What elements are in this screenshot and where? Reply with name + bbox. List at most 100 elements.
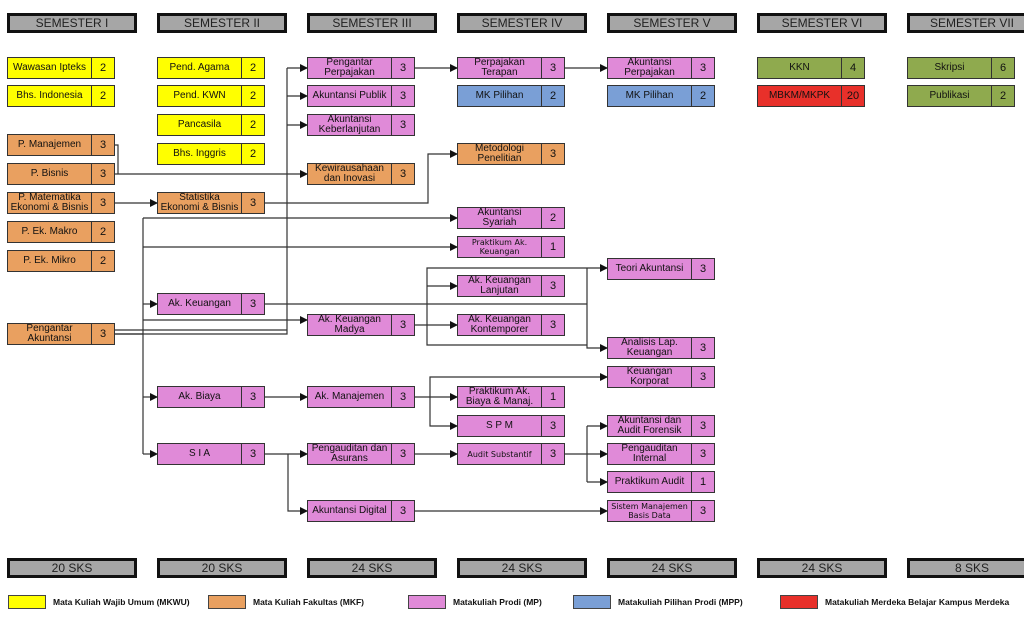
course-sks: 2: [99, 62, 107, 74]
course-teori[interactable]: Teori Akuntansi 3: [607, 258, 715, 280]
course-sks: 2: [99, 90, 107, 102]
course-sks: 2: [99, 226, 107, 238]
course-name: Bhs. Inggris: [158, 144, 242, 164]
course-sks: 3: [249, 197, 257, 209]
course-name: Keuangan Korporat: [608, 367, 692, 387]
course-sks: 2: [249, 90, 257, 102]
course-name: S P M: [458, 416, 542, 436]
course-name: Audit Substantif: [458, 444, 542, 464]
course-sks: 3: [699, 448, 707, 460]
course-praktak[interactable]: Praktikum Ak. Keuangan 1: [457, 236, 565, 258]
course-sks: 2: [999, 90, 1007, 102]
course-sks: 3: [699, 420, 707, 432]
connector-akman-spm: [429, 397, 458, 430]
course-name: Metodologi Penelitian: [458, 144, 542, 164]
course-sks: 1: [549, 241, 557, 253]
course-name: P. Ek. Makro: [8, 222, 92, 242]
course-sks: 3: [699, 263, 707, 275]
course-stat[interactable]: Statistika Ekonomi & Bisnis 3: [157, 192, 265, 214]
course-name: Ak. Keuangan Madya: [308, 315, 392, 335]
course-binggris[interactable]: Bhs. Inggris 2: [157, 143, 265, 165]
course-name: P. Ek. Mikro: [8, 251, 92, 271]
course-name: Publikasi: [908, 86, 992, 106]
course-name: Akuntansi Perpajakan: [608, 58, 692, 78]
course-name: S I A: [158, 444, 242, 464]
course-name: Ak. Keuangan Kontemporer: [458, 315, 542, 335]
semester-total-sks-2: 20 SKS: [157, 558, 287, 578]
course-name: Praktikum Ak. Keuangan: [458, 237, 542, 257]
semester-header-6: SEMESTER VI: [757, 13, 887, 33]
course-sks: 3: [399, 448, 407, 460]
course-sks: 3: [399, 90, 407, 102]
connector-pak-trunk: [115, 333, 144, 454]
course-name: Teori Akuntansi: [608, 259, 692, 279]
course-sks: 2: [549, 90, 557, 102]
course-name: Akuntansi Keberlanjutan: [308, 115, 392, 135]
semester-total-sks-1: 20 SKS: [7, 558, 137, 578]
course-forensik[interactable]: Akuntansi dan Audit Forensik 3: [607, 415, 715, 437]
course-name: P. Manajemen: [8, 135, 92, 155]
course-sks: 3: [699, 505, 707, 517]
course-name: Akuntansi dan Audit Forensik: [608, 416, 692, 436]
course-sks: 2: [249, 148, 257, 160]
legend-swatch-mkwu: [8, 595, 46, 609]
course-name: P. Bisnis: [8, 164, 92, 184]
course-sks: 2: [549, 212, 557, 224]
course-sia[interactable]: S I A 3: [157, 443, 265, 465]
course-sks: 1: [699, 476, 707, 488]
legend-label-mp: Matakuliah Prodi (MP): [453, 597, 542, 607]
course-name: Akuntansi Digital: [308, 501, 392, 521]
course-pmakro[interactable]: P. Ek. Makro 2: [7, 221, 115, 243]
course-sks: 3: [249, 448, 257, 460]
course-name: Perpajakan Terapan: [458, 58, 542, 78]
course-name: Analisis Lap. Keuangan: [608, 338, 692, 358]
course-name: Pancasila: [158, 115, 242, 135]
course-sks: 20: [846, 90, 860, 102]
course-name: Statistika Ekonomi & Bisnis: [158, 193, 242, 213]
course-praktbm[interactable]: Praktikum Ak. Biaya & Manaj.1: [457, 386, 565, 408]
connector-sia-akdig: [287, 454, 308, 515]
legend-label-mkwu: Mata Kuliah Wajib Umum (MKWU): [53, 597, 190, 607]
semester-total-sks-3: 24 SKS: [307, 558, 437, 578]
course-publikasi[interactable]: Publikasi 2: [907, 85, 1015, 107]
legend-swatch-mpp: [573, 595, 611, 609]
